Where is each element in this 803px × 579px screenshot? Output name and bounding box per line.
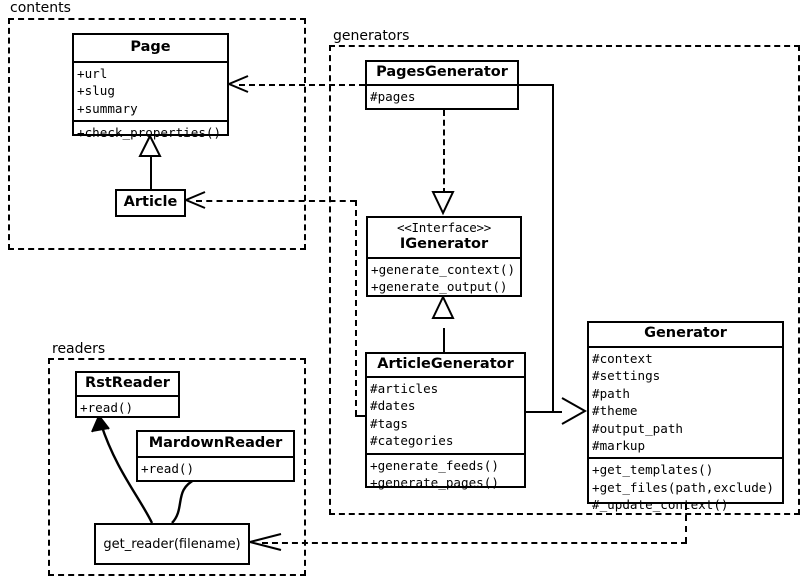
class-methods-mardownreader: +read() <box>138 456 293 480</box>
attribute-row: +url <box>77 66 108 82</box>
method-row: +generate_pages() <box>370 474 499 490</box>
attribute-row: #path <box>592 385 630 401</box>
class-box-pagesgenerator[interactable]: PagesGenerator #pages <box>365 60 519 110</box>
function-box-get-reader[interactable]: get_reader(filename) <box>94 523 250 565</box>
class-attributes-articlegenerator: #articles #dates #tags #categories <box>367 376 524 453</box>
class-box-mardownreader[interactable]: MardownReader +read() <box>136 430 295 482</box>
connector-articlegenerator-to-article <box>196 200 356 202</box>
attribute-row: +summary <box>77 100 138 116</box>
class-attributes-pagesgenerator: #pages <box>367 84 517 108</box>
class-title-rstreader: RstReader <box>85 375 170 391</box>
class-methods-page: +check_properties() <box>74 120 227 144</box>
package-frame-generators <box>329 45 800 515</box>
attribute-row: #context <box>592 351 653 367</box>
class-title-article: Article <box>123 194 178 211</box>
class-attributes-generator: #context #settings #path #theme #output_… <box>589 346 782 457</box>
method-row: +read() <box>80 400 134 416</box>
connector-pagesgenerator-agg-drop <box>552 84 554 412</box>
package-label-readers: readers <box>50 341 109 357</box>
package-label-contents: contents <box>8 0 74 16</box>
connector-articlegenerator-agg <box>526 411 554 413</box>
connector-articlegenerator-riser <box>355 200 357 416</box>
package-frame-contents <box>8 18 306 250</box>
class-methods-rstreader: +read() <box>77 395 178 419</box>
class-title-generator: Generator <box>644 325 727 341</box>
method-row: +check_properties() <box>77 125 222 141</box>
connector-articlegenerator-stub <box>355 415 367 417</box>
class-box-rstreader[interactable]: RstReader +read() <box>75 371 180 418</box>
attribute-row: #markup <box>592 437 646 453</box>
attribute-row: #theme <box>592 403 638 419</box>
attribute-row: #categories <box>370 433 454 449</box>
class-title-mardownreader: MardownReader <box>148 435 283 451</box>
connector-pagesgenerator-to-igenerator <box>443 110 445 194</box>
attribute-row: +slug <box>77 83 115 99</box>
class-stereotype-igenerator: <<Interface>> <box>397 220 491 235</box>
class-box-articlegenerator[interactable]: ArticleGenerator #articles #dates #tags … <box>365 352 526 490</box>
method-row: +generate_feeds() <box>370 457 499 473</box>
class-title-igenerator: <<Interface>> IGenerator <box>368 218 520 257</box>
attribute-row: #output_path <box>592 420 683 436</box>
function-label-get-reader: get_reader(filename) <box>103 536 241 552</box>
connector-generator-to-getreader <box>262 542 687 544</box>
method-row: +read() <box>141 461 195 477</box>
class-methods-articlegenerator: +generate_feeds() +generate_pages() <box>367 452 524 495</box>
class-box-article[interactable]: Article <box>115 189 186 217</box>
class-title-pagesgenerator: PagesGenerator <box>376 64 508 80</box>
connector-pagesgenerator-to-page <box>239 84 365 86</box>
connector-agg-into-generator <box>552 411 562 413</box>
connector-article-to-page <box>150 155 152 189</box>
method-row: +generate_output() <box>371 279 508 295</box>
class-methods-generator: +get_templates() +get_files(path,exclude… <box>589 457 782 516</box>
attribute-row: #pages <box>370 89 416 105</box>
class-attributes-page: +url +slug +summary <box>74 61 227 120</box>
connector-articlegenerator-to-igenerator <box>443 328 445 352</box>
method-row: +get_templates() <box>592 462 714 478</box>
method-row: +generate_context() <box>371 261 516 277</box>
attribute-row: #articles <box>370 381 439 397</box>
class-box-page[interactable]: Page +url +slug +summary +check_properti… <box>72 33 229 140</box>
class-box-generator[interactable]: Generator #context #settings #path #them… <box>587 321 784 512</box>
class-name-igenerator: IGenerator <box>399 235 489 252</box>
package-frame-readers <box>48 358 306 576</box>
class-title-articlegenerator: ArticleGenerator <box>377 356 514 372</box>
attribute-row: #tags <box>370 415 408 431</box>
class-box-igenerator[interactable]: <<Interface>> IGenerator +generate_conte… <box>366 216 522 297</box>
class-title-page: Page <box>130 39 171 55</box>
connector-generator-drop <box>685 504 687 543</box>
attribute-row: #dates <box>370 398 416 414</box>
method-row: +get_files(path,exclude) <box>592 479 774 495</box>
method-row: #_update_context() <box>592 497 729 513</box>
package-label-generators: generators <box>331 28 413 44</box>
class-methods-igenerator: +generate_context() +generate_output() <box>368 256 520 299</box>
attribute-row: #settings <box>592 368 661 384</box>
connector-pagesgenerator-agg-top <box>519 84 553 86</box>
